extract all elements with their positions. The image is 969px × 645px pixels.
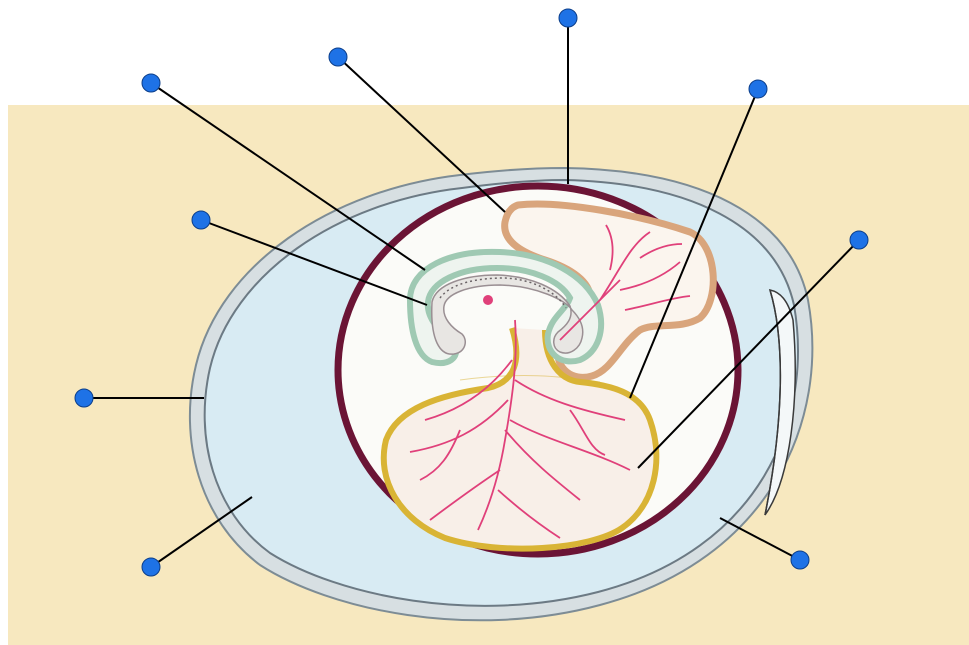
label-dot-5[interactable] <box>192 211 210 229</box>
label-dot-8[interactable] <box>142 558 160 576</box>
label-dot-7[interactable] <box>75 389 93 407</box>
label-dot-2[interactable] <box>329 48 347 66</box>
label-dot-3[interactable] <box>142 74 160 92</box>
embryo-heart <box>483 295 493 305</box>
label-dot-4[interactable] <box>749 80 767 98</box>
label-dot-1[interactable] <box>559 9 577 27</box>
label-dot-9[interactable] <box>791 551 809 569</box>
label-dot-6[interactable] <box>850 231 868 249</box>
